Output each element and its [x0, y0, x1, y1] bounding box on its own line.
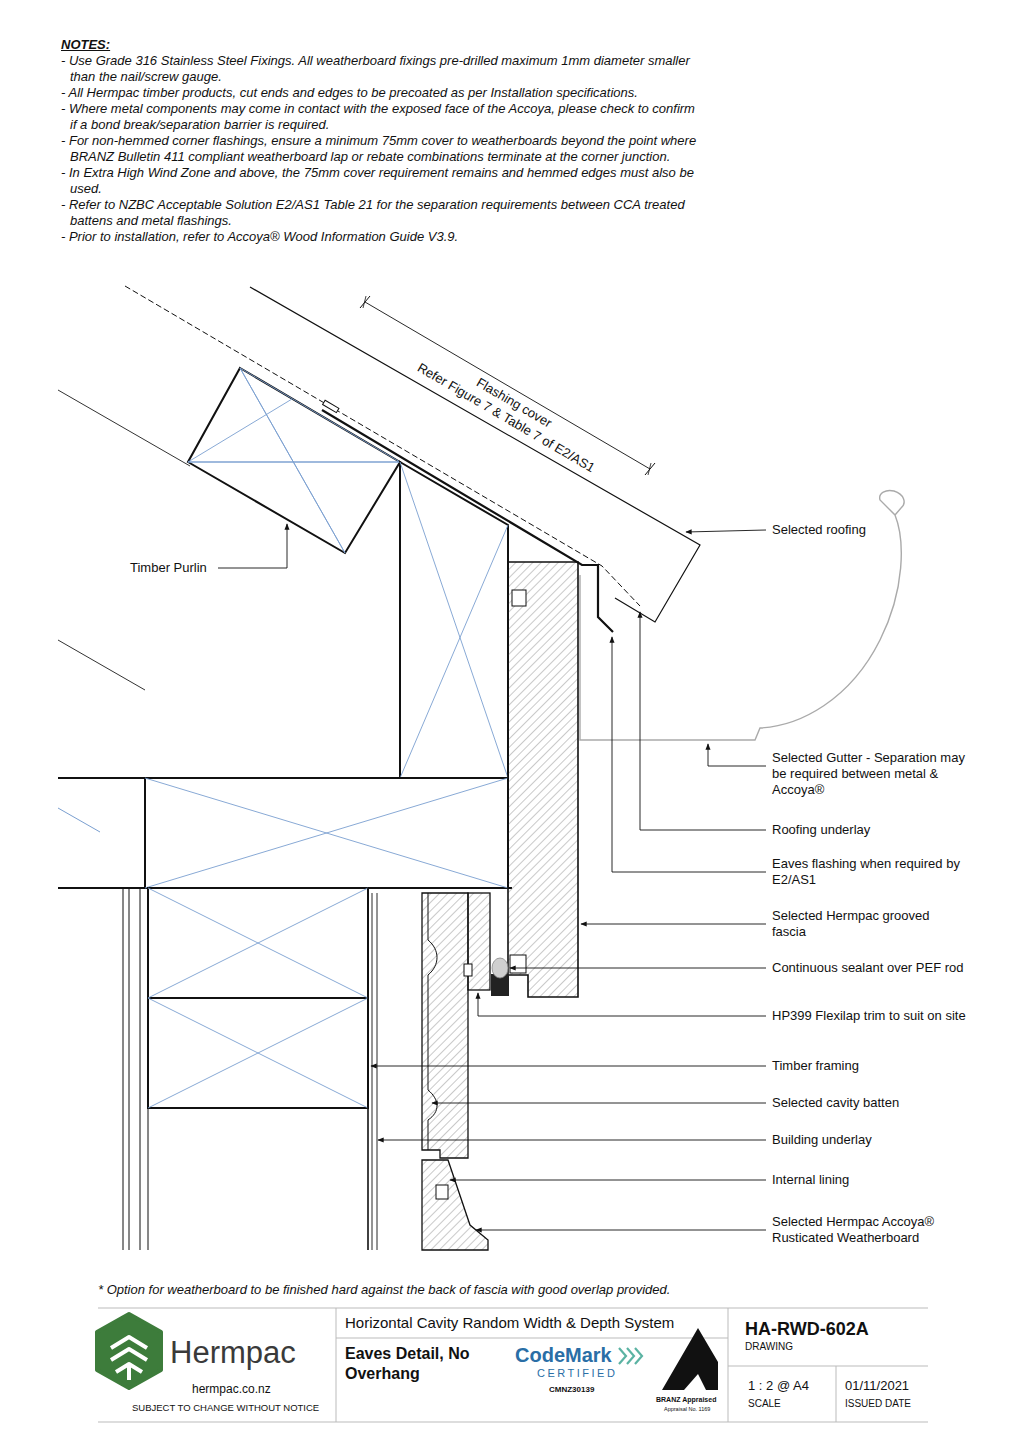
appraisal-mark: BRANZ Appraised — [656, 1396, 716, 1405]
fascia-groove — [512, 590, 526, 606]
leader-line — [686, 530, 766, 532]
note-text: - Where metal components may come in con… — [61, 101, 701, 133]
callout-label: Internal lining — [772, 1172, 967, 1188]
callout-label: HP399 Flexilap trim to suit on site — [772, 1008, 967, 1024]
weatherboard — [422, 1160, 488, 1250]
callout-label: Timber Purlin — [130, 560, 207, 576]
logo-chevron — [111, 1337, 147, 1380]
rafter-line — [58, 390, 190, 466]
timber-purlin — [188, 368, 400, 553]
weatherboard — [422, 893, 468, 1158]
notes-heading: NOTES: — [61, 37, 701, 53]
title-rule — [336, 1338, 728, 1339]
note-text: - In Extra High Wind Zone and above, the… — [61, 165, 701, 197]
callout-label: Eaves flashing when required by E2/AS1 — [772, 856, 967, 888]
drawing-title: Eaves Detail, No Overhang — [345, 1344, 495, 1383]
disclaimer: SUBJECT TO CHANGE WITHOUT NOTICE — [132, 1402, 319, 1414]
leader-line — [218, 524, 287, 568]
leader-line — [476, 1230, 766, 1231]
callout-label: Continuous sealant over PEF rod — [772, 960, 967, 976]
title-rule — [728, 1366, 928, 1367]
callout-label: Selected Hermpac Accoya® Rusticated Weat… — [772, 1214, 967, 1246]
callout-label: Building underlay — [772, 1132, 967, 1148]
dimension-extension — [363, 296, 651, 475]
fixing — [323, 400, 339, 412]
leader-line — [581, 924, 766, 925]
field-caption: SCALE — [748, 1398, 781, 1410]
certification-mark: CodeMark — [515, 1343, 612, 1368]
certification-text: CERTIFIED — [537, 1367, 617, 1381]
grooved-fascia — [508, 562, 578, 997]
joist — [58, 778, 512, 888]
title-rule — [98, 1308, 928, 1309]
footnote: * Option for weatherboard to be finished… — [98, 1282, 670, 1298]
callout-label: Timber framing — [772, 1058, 967, 1074]
branz-logo — [662, 1328, 718, 1390]
website: hermpac.co.nz — [192, 1382, 271, 1397]
notes-block: NOTES:- Use Grade 316 Stainless Steel Fi… — [61, 37, 701, 245]
eaves-flashing — [322, 410, 613, 632]
note-text: - All Hermpac timber products, cut ends … — [61, 85, 701, 101]
date-value: 01/11/2021 — [845, 1378, 909, 1394]
callout-label: Selected cavity batten — [772, 1095, 967, 1111]
company-name: Hermpac — [170, 1334, 296, 1372]
leader-line — [640, 612, 766, 830]
purlin-cross — [188, 368, 400, 553]
cavity-batten — [428, 893, 437, 1150]
dimension-label: Refer Figure 7 & Table 7 of E2/AS1 — [414, 360, 597, 476]
internal-lining — [123, 888, 148, 1250]
dimension-tick — [360, 296, 655, 475]
callout-label: Selected roofing — [772, 522, 967, 538]
callout-label: Selected Hermpac grooved fascia — [772, 908, 967, 940]
note-text: - Refer to NZBC Acceptable Solution E2/A… — [61, 197, 701, 229]
certificate-number: CMNZ30139 — [549, 1385, 594, 1395]
rafter-cross — [400, 462, 508, 778]
joist-cross — [145, 778, 508, 888]
drawing-number: HA-RWD-602A — [745, 1318, 869, 1340]
logo-mark — [97, 1314, 161, 1388]
rafter — [400, 462, 508, 778]
leader-line — [432, 1103, 766, 1104]
title-rule — [728, 1308, 729, 1422]
member-cross — [58, 808, 100, 832]
field-caption: DRAWING — [745, 1341, 793, 1353]
note-text: - Use Grade 316 Stainless Steel Fixings.… — [61, 53, 701, 85]
scale-value: 1 : 2 @ A4 — [748, 1378, 809, 1394]
plate-cross — [148, 888, 368, 1108]
title-rule — [98, 1422, 928, 1423]
leader-line — [510, 968, 766, 969]
timber-framing — [367, 888, 369, 1250]
title-rule — [836, 1366, 837, 1422]
system-title: Horizontal Cavity Random Width & Depth S… — [345, 1314, 674, 1332]
leader-line — [371, 1066, 766, 1067]
purlin-cross — [188, 368, 345, 553]
fixing — [436, 1185, 448, 1199]
fascia-groove — [510, 955, 526, 973]
note-text: - Prior to installation, refer to Accoya… — [61, 229, 701, 245]
pef-rod — [492, 958, 508, 978]
field-caption: ISSUED DATE — [845, 1398, 911, 1410]
leader-line — [478, 993, 766, 1016]
callout-label: Selected Gutter - Separation may be requ… — [772, 750, 967, 798]
fixing — [464, 964, 472, 976]
leader-line — [450, 1180, 766, 1181]
leader-line — [612, 637, 766, 872]
callout-label: Roofing underlay — [772, 822, 967, 838]
dimension-line — [365, 302, 650, 469]
leader-line — [708, 744, 766, 766]
appraisal-number: Appraisal No. 1169 — [664, 1406, 710, 1413]
title-rule — [336, 1308, 337, 1422]
note-text: - For non-hemmed corner flashings, ensur… — [61, 133, 701, 165]
building-underlay — [372, 893, 377, 1250]
truss-line — [58, 640, 145, 690]
codemark-chevron — [619, 1348, 642, 1364]
leader-line — [378, 1140, 766, 1141]
